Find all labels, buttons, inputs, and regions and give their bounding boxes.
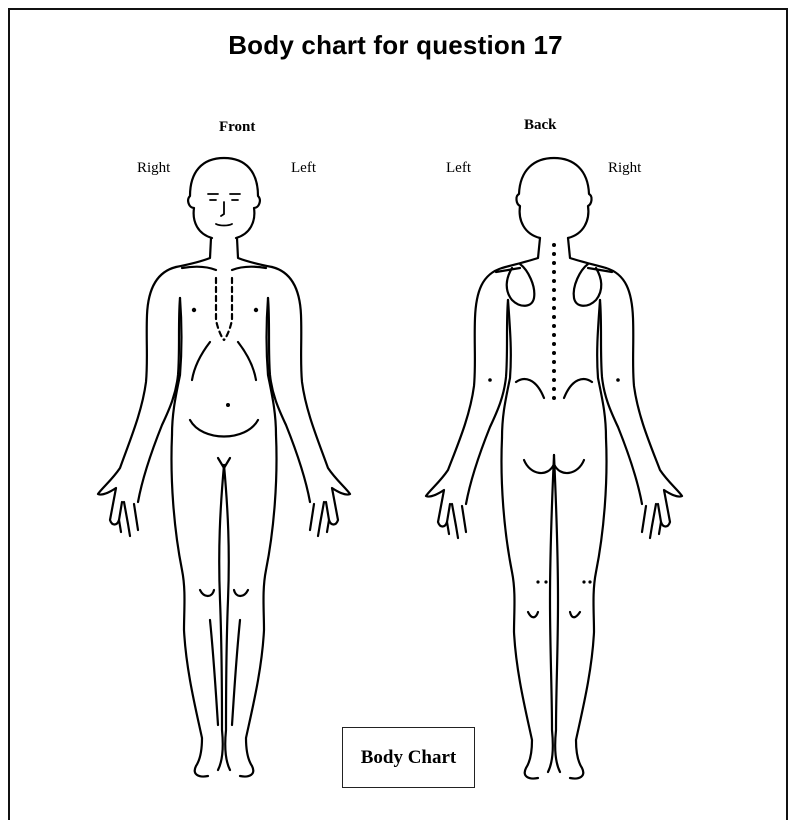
body-chart-caption-box: Body Chart — [342, 727, 475, 788]
back-body-figure — [420, 150, 710, 790]
front-body-figure — [90, 150, 380, 790]
back-heading: Back — [524, 117, 557, 134]
body-chart-caption: Body Chart — [361, 747, 457, 769]
page-title: Body chart for question 17 — [0, 30, 791, 61]
front-heading: Front — [219, 119, 255, 136]
